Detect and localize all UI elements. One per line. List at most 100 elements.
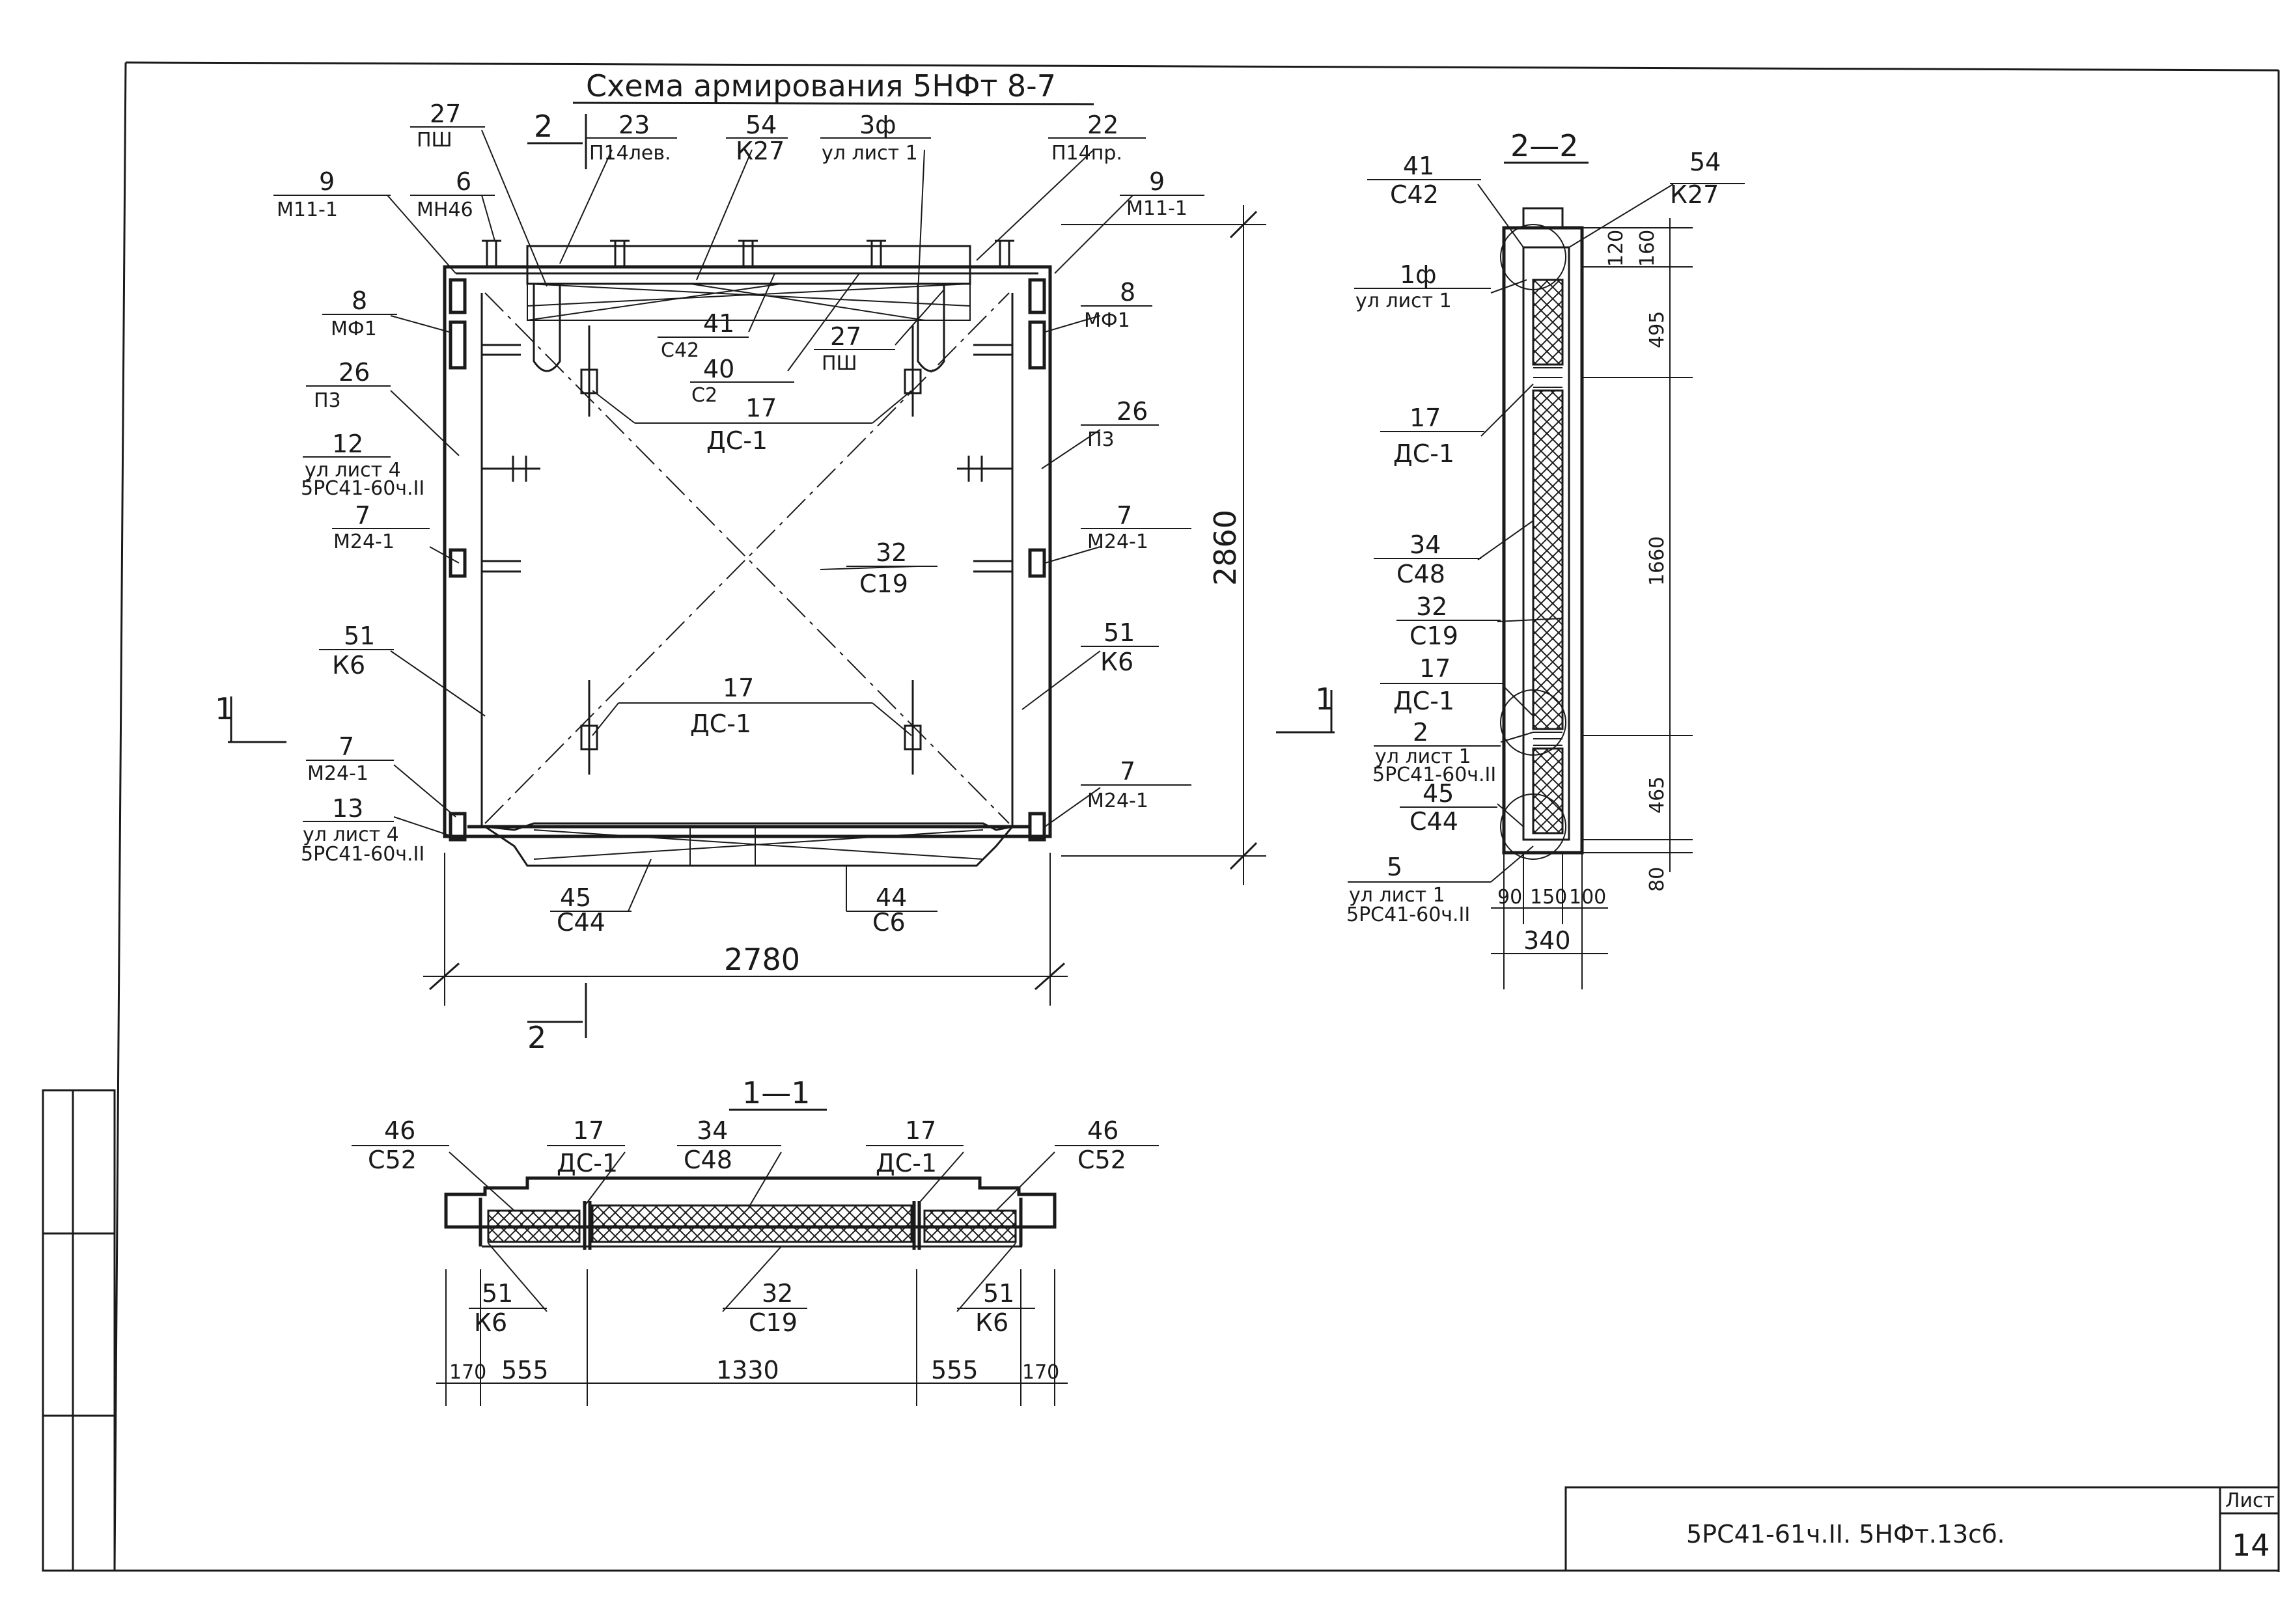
title-block: 5РС41-61ч.II. 5НФт.13сб. Лист 14 [1564,1486,2280,1572]
callout-22-32-number: 32 [1416,592,1447,621]
callout-23-mark: П14лев. [589,142,671,165]
dim-150: 150 [1530,886,1567,909]
plan-callouts: 27 ПШ 23 П14лев. 54 К27 3ф ул лист 1 22 … [273,100,1204,937]
callout-45-mark: С44 [557,908,605,937]
callout-45-number: 45 [560,883,591,912]
callout-9-left-number: 9 [319,167,335,196]
callout-7a-mark: М24-1 [333,530,395,553]
callout-22-32-mark: С19 [1409,622,1458,650]
diagram-title: Схема армирования 5НФт 8-7 [586,68,1056,103]
s11-callout-17-right-number: 17 [905,1116,936,1145]
s11-callout-32-mark: С19 [749,1308,798,1337]
s11-callout-46-left-number: 46 [384,1116,415,1145]
callout-22-mark: П14пр. [1051,142,1122,165]
callout-8-right-number: 8 [1120,278,1135,307]
callout-3f-mark: ул лист 1 [822,142,918,165]
s11-callout-17-right-mark: ДС-1 [876,1149,937,1177]
dim-height: 2860 [1208,510,1243,586]
section-2-2: 2—2 120 160 495 1660 465 80 [1491,128,1693,989]
callout-23-number: 23 [618,111,650,139]
section-2-2-title: 2—2 [1510,128,1579,163]
callout-44-mark: С6 [872,908,906,937]
callout-12-ref: 5РС41-60ч.II [301,477,424,500]
callout-9-right-mark: М11-1 [1126,197,1187,220]
dim-160: 160 [1636,230,1659,267]
dim-555-left: 555 [501,1356,549,1384]
callout-51-right-number: 51 [1104,618,1135,647]
callout-22-54-number: 54 [1689,148,1721,176]
callout-22-41-mark: С42 [1390,180,1439,209]
callout-13-number: 13 [332,794,363,823]
callout-22-41-number: 41 [1403,152,1434,180]
s11-callout-32-number: 32 [762,1279,793,1308]
callout-41-mark: С42 [661,339,699,362]
callout-7b-mark: М24-1 [1087,530,1148,553]
dim-90: 90 [1497,886,1522,909]
callout-51-left-mark: К6 [332,651,365,680]
callout-22-1f-mark: ул лист 1 [1355,290,1452,312]
callout-8-left-mark: МФ1 [331,318,377,340]
s11-callout-51-right-mark: К6 [975,1308,1008,1337]
callout-6-mark: МН46 [417,199,473,221]
callout-12-mark: ул лист 4 [305,459,401,482]
callout-7a-number: 7 [355,501,370,530]
callout-32-number: 32 [876,538,907,567]
document-code: 5РС41-61ч.II. 5НФт.13сб. [1686,1520,2005,1548]
callout-22-2-number: 2 [1413,718,1428,747]
cut-2-top: 2 [534,109,553,144]
s11-callout-51-left-number: 51 [482,1279,513,1308]
section-1-1-callouts: 46 С52 17 ДС-1 34 С48 17 ДС-1 46 С52 51 … [352,1116,1159,1337]
callout-26-left-mark: П3 [314,389,341,412]
insulation-middle [1532,389,1564,730]
section-cut-marks: 1 1 2 2 [215,109,1335,1055]
dim-120: 120 [1605,230,1628,267]
dim-170-left: 170 [449,1361,486,1384]
callout-22-2-ref: 5РС41-60ч.II [1372,764,1496,786]
callout-22-17b-mark: ДС-1 [1393,687,1454,715]
dim-100: 100 [1569,886,1606,909]
callout-27b-number: 27 [830,322,861,351]
callout-17-top-number: 17 [745,394,777,422]
callout-22-2-mark: ул лист 1 [1375,745,1471,768]
dim-555-right: 555 [931,1356,979,1384]
callout-22-1f-number: 1ф [1400,260,1437,289]
callout-7c-mark: М24-1 [307,762,368,785]
section-1-1-title: 1—1 [742,1075,811,1110]
callout-32-mark: С19 [859,570,908,598]
section-1-1: 1—1 170 555 1330 555 170 [436,1075,1068,1406]
callout-7b-number: 7 [1117,501,1132,530]
s11-callout-17-left-mark: ДС-1 [557,1149,618,1177]
callout-40-number: 40 [703,355,734,383]
callout-17-top-mark: ДС-1 [706,426,768,455]
s11-callout-17-left-number: 17 [573,1116,604,1145]
s11-callout-46-left-mark: С52 [368,1146,417,1174]
callout-17-bottom-mark: ДС-1 [690,709,751,738]
dim-340: 340 [1523,926,1571,955]
callout-27-number: 27 [430,100,461,128]
callout-6-number: 6 [456,167,471,196]
s11-insulation-right [923,1209,1017,1243]
cut-1-left: 1 [215,691,234,726]
s11-insulation-left [487,1209,581,1243]
insulation-bottom [1532,747,1564,834]
callout-22-45-mark: С44 [1409,807,1458,836]
callout-27-mark: ПШ [417,129,452,152]
callout-22-17b-number: 17 [1419,654,1451,683]
callout-22-34-mark: С48 [1396,560,1445,588]
cut-2-bottom: 2 [527,1020,546,1055]
s11-callout-34-mark: С48 [684,1146,732,1174]
sheet-label: Лист [2225,1489,2275,1512]
callout-40-mark: С2 [691,384,717,407]
section-2-2-callouts: 41 С42 54 К27 1ф ул лист 1 17 ДС-1 34 С4… [1346,148,1745,926]
dim-80: 80 [1646,867,1669,892]
callout-7d-mark: М24-1 [1087,790,1148,812]
callout-22-17a-number: 17 [1409,404,1441,432]
insulation-top [1532,279,1564,366]
callout-12-number: 12 [332,430,363,458]
dim-width: 2780 [724,942,800,977]
dim-465: 465 [1646,777,1669,814]
callout-22-34-number: 34 [1409,530,1441,559]
callout-26-right-mark: П3 [1087,428,1115,451]
callout-44-number: 44 [876,883,907,912]
